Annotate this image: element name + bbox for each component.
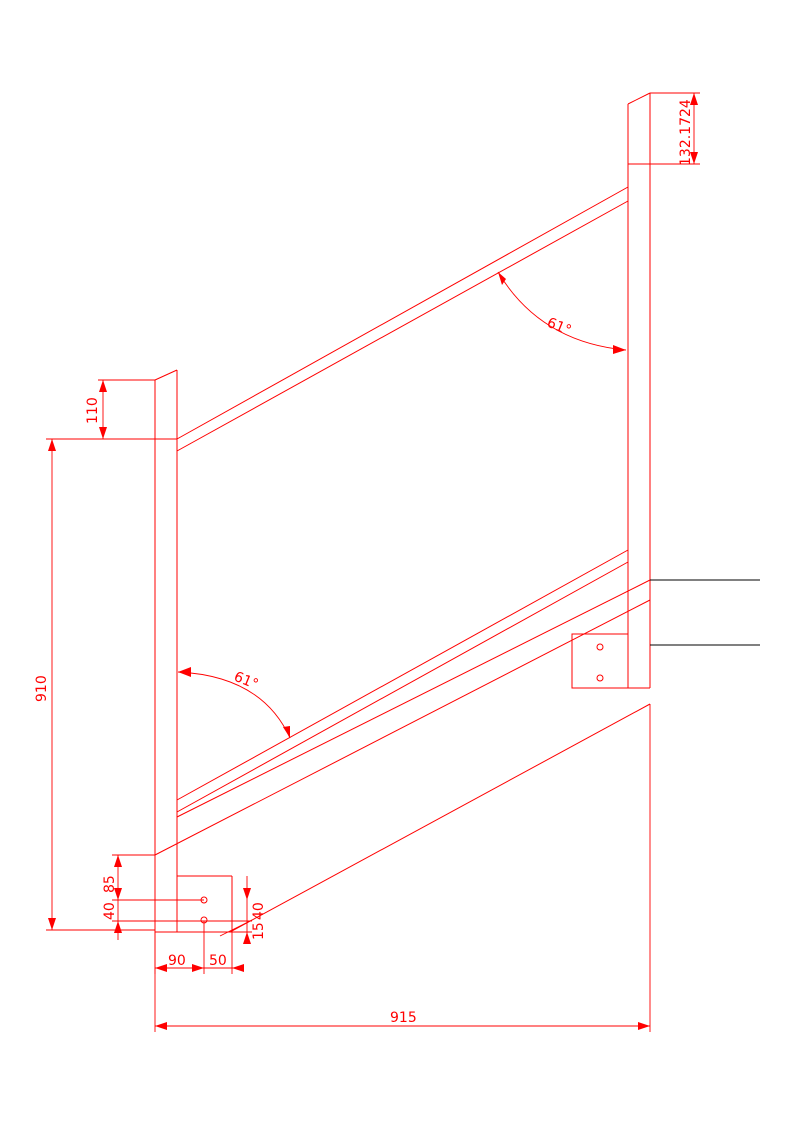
angle-label: 61° — [545, 315, 574, 339]
angle-upper-right: 61° — [497, 271, 627, 354]
dim-label: 15 — [251, 922, 267, 940]
dim-label: 915 — [390, 1010, 417, 1026]
landing-reference-lines — [650, 579, 760, 646]
dim-left-height: 910 — [34, 438, 155, 931]
dim-overall-width: 915 — [154, 704, 651, 1032]
right-base-plate — [571, 633, 629, 689]
bolt-hole — [596, 674, 604, 682]
dim-label: 50 — [209, 953, 227, 969]
dim-hole-offsets: 15 40 — [204, 876, 267, 944]
dim-label: 40 — [102, 902, 118, 920]
dim-label: 90 — [168, 953, 186, 969]
dim-label: 132.1724 — [678, 99, 694, 166]
dim-top-post-extension: 132.1724 — [650, 92, 700, 166]
bottom-rail — [154, 549, 651, 933]
angle-lower-left: 61° — [177, 667, 291, 739]
top-rail — [176, 186, 629, 452]
dim-label: 85 — [102, 875, 118, 893]
angle-label: 61° — [232, 669, 261, 693]
dim-base-heights: 85 40 — [102, 854, 204, 940]
right-post — [627, 92, 651, 689]
dim-base-widths: 90 50 — [154, 921, 244, 974]
dim-label: 40 — [251, 902, 267, 920]
dim-label: 910 — [34, 675, 50, 702]
dim-left-post-extension: 110 — [85, 379, 155, 440]
left-post — [154, 369, 178, 933]
dim-label: 110 — [85, 397, 101, 424]
bolt-hole — [596, 643, 604, 651]
left-base-plate — [177, 875, 233, 933]
